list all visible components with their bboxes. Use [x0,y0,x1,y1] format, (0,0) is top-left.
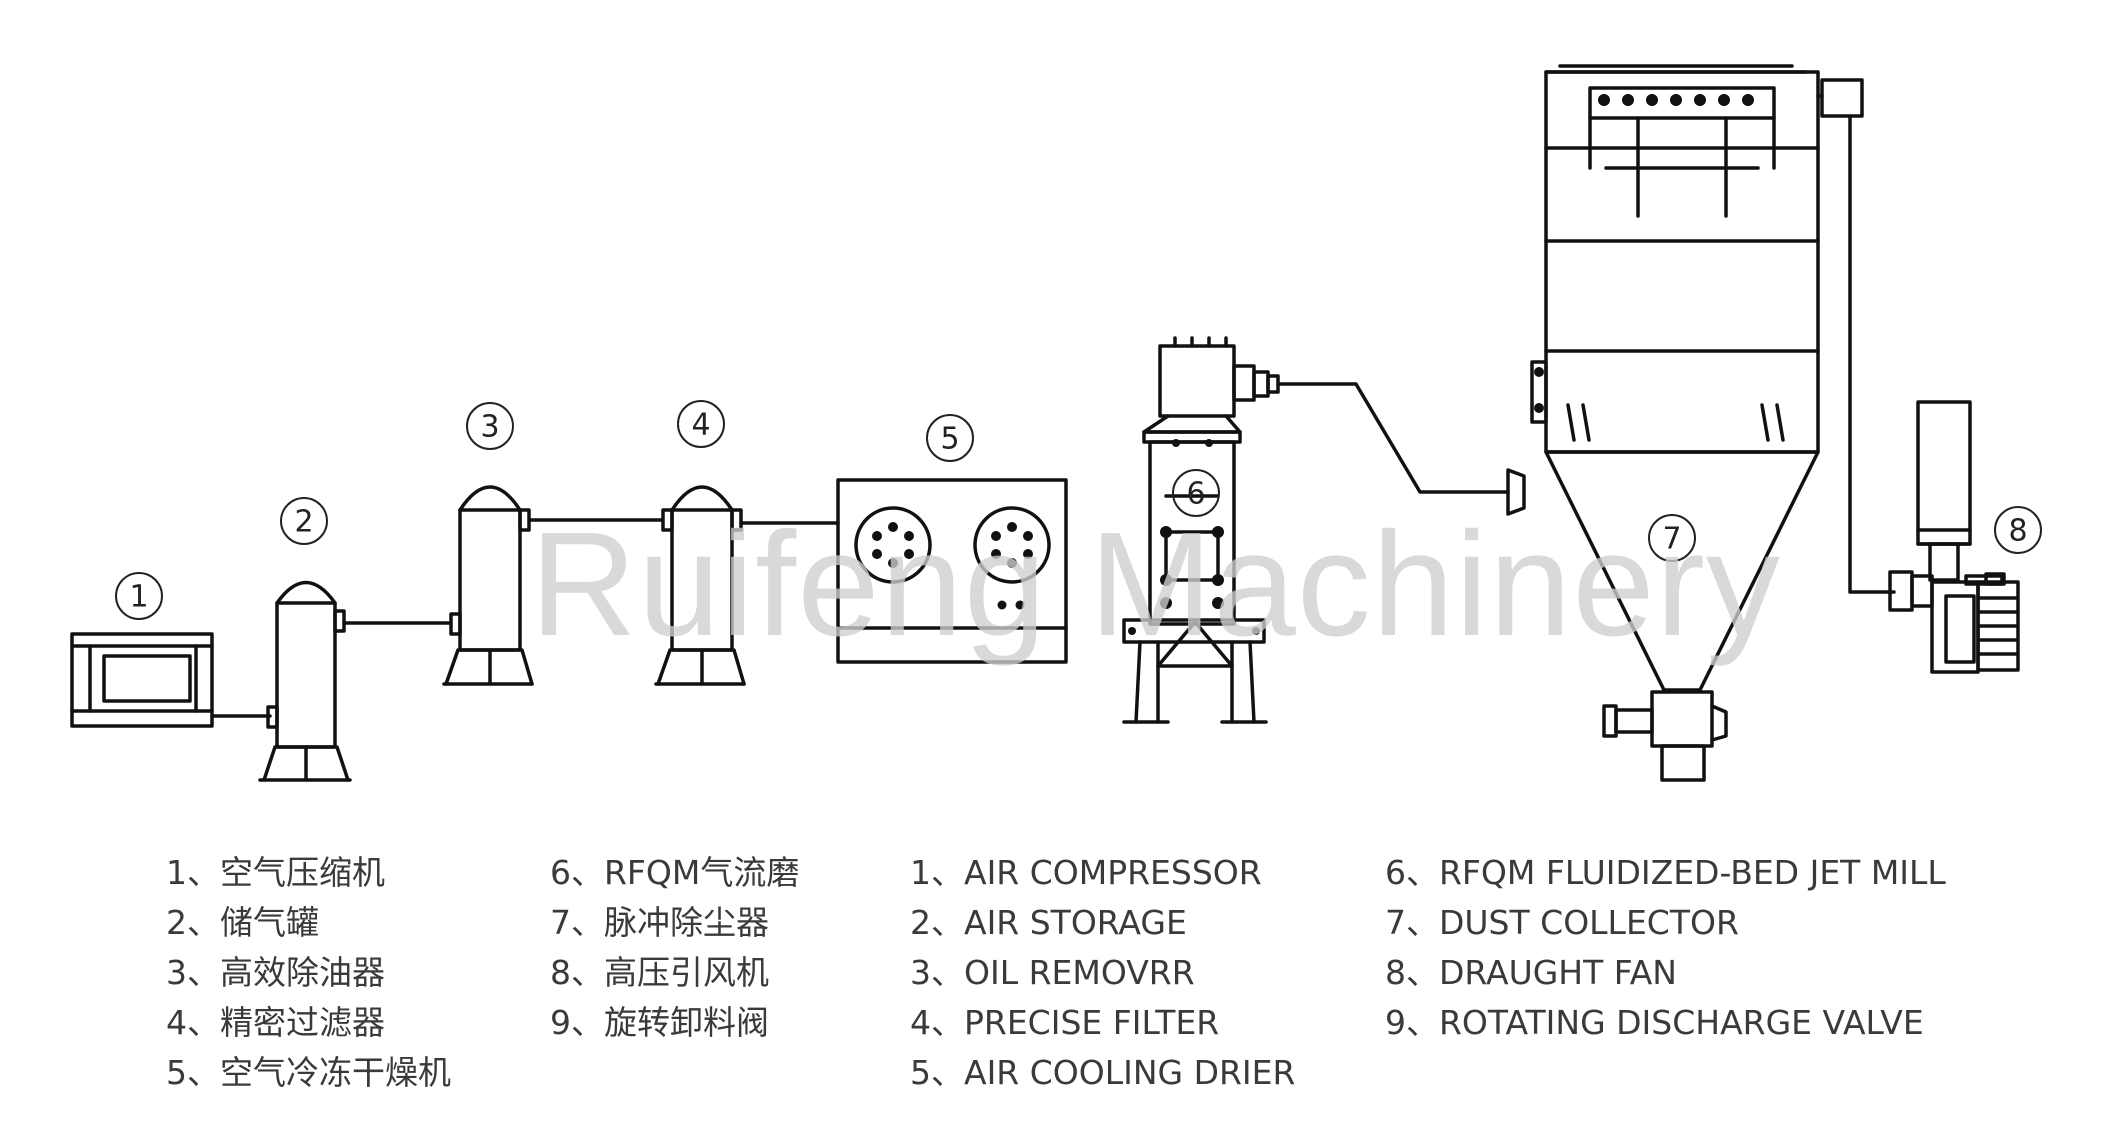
callout-label-4: 4 [691,408,710,443]
legend-item: 3、高效除油器 [166,953,385,992]
callout-label-2: 2 [294,505,313,540]
legend-item: 5、AIR COOLING DRIER [910,1053,1296,1092]
legend-item: 5、空气冷冻干燥机 [166,1053,451,1092]
pipe-6-7 [1276,382,1510,494]
watermark: Ruifeng Machinery [530,502,1781,667]
legend-item: 6、RFQM气流磨 [550,853,800,892]
legend-zh-column-2: 6、RFQM气流磨 7、脉冲除尘器 8、高压引风机 9、旋转卸料阀 [550,848,799,1048]
collector-nozzles [1534,94,1754,413]
legend-item: 4、PRECISE FILTER [910,1003,1220,1042]
legend-en-column-1: 1、AIR COMPRESSOR 2、AIR STORAGE 3、OIL REM… [910,848,1295,1098]
callout-label-5: 5 [940,422,959,457]
legend-zh-column-1: 1、空气压缩机 2、储气罐 3、高效除油器 4、精密过滤器 5、空气冷冻干燥机 [166,848,451,1098]
legend-item: 9、旋转卸料阀 [550,1003,769,1042]
legend-item: 1、空气压缩机 [166,853,385,892]
callout-circle-7 [1648,514,1696,562]
legend-item: 8、高压引风机 [550,953,769,992]
jet-mill-nozzles [1128,439,1260,635]
drier-dots [872,522,1033,610]
callout-circle-1 [115,572,163,620]
callout-circle-5 [926,414,974,462]
collector-inlet [1506,468,1526,516]
legend-en-column-2: 6、RFQM FLUIDIZED-BED JET MILL 7、DUST COL… [1385,848,1946,1048]
jet-mill [1122,336,1280,724]
draught-fan [1888,400,2020,674]
air-compressor [70,632,214,728]
legend-item: 7、DUST COLLECTOR [1385,903,1739,942]
callout-label-8: 8 [2008,514,2027,549]
callout-circle-2 [280,497,328,545]
legend-item: 1、AIR COMPRESSOR [910,853,1262,892]
precise-filter [654,485,746,686]
legend-item: 9、ROTATING DISCHARGE VALVE [1385,1003,1924,1042]
legend-item: 6、RFQM FLUIDIZED-BED JET MILL [1385,853,1946,892]
oil-remover [442,485,534,686]
callout-label-6: 6 [1186,477,1205,512]
callout-circle-8 [1994,506,2042,554]
callout-label-1: 1 [129,580,148,615]
legend-item: 4、精密过滤器 [166,1003,385,1042]
legend-item: 2、储气罐 [166,903,319,942]
dust-collector [1530,64,1896,782]
callout-circle-6 [1172,469,1220,517]
air-cooling-drier [836,478,1068,664]
callout-circle-4 [677,400,725,448]
legend-item: 3、OIL REMOVRR [910,953,1195,992]
callout-circle-3 [466,402,514,450]
legend-item: 2、AIR STORAGE [910,903,1187,942]
air-storage-tank [258,580,352,782]
callout-label-7: 7 [1662,522,1681,557]
legend-item: 8、DRAUGHT FAN [1385,953,1677,992]
legend-item: 7、脉冲除尘器 [550,903,769,942]
callout-label-3: 3 [480,410,499,445]
